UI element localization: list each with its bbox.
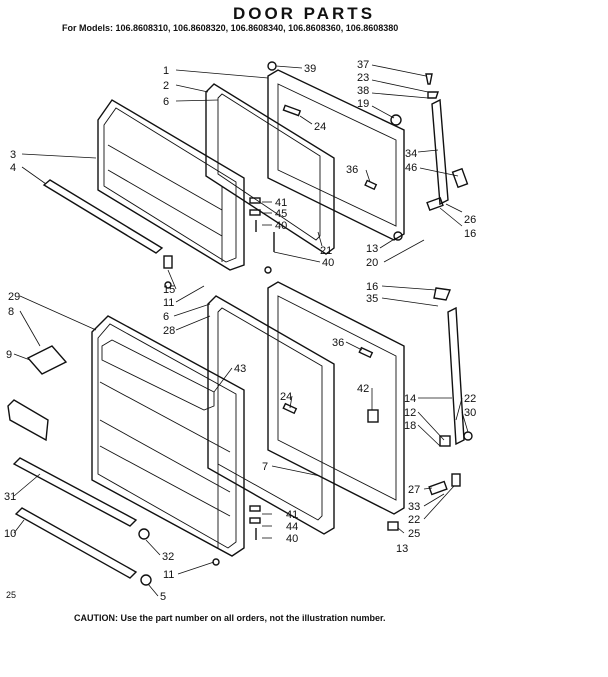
callout-22b: 22 (408, 514, 420, 526)
leader-lines (13, 64, 469, 597)
callout-9: 9 (6, 349, 12, 361)
callout-40b: 40 (322, 257, 334, 269)
fresh-food-door-liner (91, 315, 245, 557)
callout-37: 37 (357, 59, 369, 71)
fresh-food-door-panel (267, 281, 405, 515)
callout-8: 8 (8, 306, 14, 318)
callout-10: 10 (4, 528, 16, 540)
callout-39: 39 (304, 63, 316, 75)
callout-11b: 11 (163, 569, 174, 581)
callout-24a: 24 (314, 121, 326, 133)
callout-46: 46 (405, 162, 417, 174)
callout-36a: 36 (346, 164, 358, 176)
callout-24b: 24 (280, 391, 292, 403)
callout-26: 26 (464, 214, 476, 226)
freezer-door-liner (97, 99, 245, 271)
callout-16b: 16 (366, 281, 378, 293)
callout-16a: 16 (464, 228, 476, 240)
callout-40a: 40 (275, 220, 287, 232)
callout-12: 12 (404, 407, 416, 419)
callout-29: 29 (8, 291, 20, 303)
callout-45: 45 (275, 208, 287, 220)
callout-2: 2 (163, 80, 169, 92)
callout-13b: 13 (396, 543, 408, 555)
fresh-food-door-gasket (207, 295, 335, 535)
callout-6: 6 (163, 96, 169, 108)
callout-5: 5 (160, 591, 166, 603)
callout-7: 7 (262, 461, 268, 473)
callout-6b: 6 (163, 311, 169, 323)
callout-30: 30 (464, 407, 476, 419)
callout-13a: 13 (366, 243, 378, 255)
freezer-shelf-bar (42, 179, 164, 254)
butter-compartment (26, 345, 68, 375)
callout-32: 32 (162, 551, 174, 563)
page-title: DOOR PARTS (232, 4, 376, 23)
callout-1: 1 (163, 65, 169, 77)
callout-19: 19 (357, 98, 369, 110)
callout-41b: 41 (286, 509, 298, 521)
callout-21: 21 (320, 245, 332, 257)
callout-22a: 22 (464, 393, 476, 405)
callout-3: 3 (10, 149, 16, 161)
callout-4: 4 (10, 162, 16, 174)
callout-18: 18 (404, 420, 416, 432)
callout-44: 44 (286, 521, 298, 533)
callout-31: 31 (4, 491, 16, 503)
models-line: For Models: 106.8608310, 106.8608320, 10… (62, 23, 399, 33)
callout-36b: 36 (332, 337, 344, 349)
freezer-door-gasket (205, 83, 335, 255)
callout-23: 23 (357, 72, 369, 84)
callout-40c: 40 (286, 533, 298, 545)
shelf-bar-upper (12, 457, 138, 527)
caution-note: CAUTION: Use the part number on all orde… (74, 613, 386, 623)
page-number: 25 (6, 590, 17, 600)
fresh-food-door-handle (447, 306, 465, 446)
freezer-door-panel (267, 69, 405, 241)
utility-bin (7, 399, 49, 442)
callout-43: 43 (234, 363, 246, 375)
callout-11a: 11 (163, 297, 174, 309)
callout-14: 14 (404, 393, 416, 405)
callout-38: 38 (357, 85, 369, 97)
callout-20: 20 (366, 257, 378, 269)
callout-42: 42 (357, 383, 369, 395)
callout-33: 33 (408, 501, 420, 513)
callout-27: 27 (408, 484, 420, 496)
freezer-door-handle (431, 98, 449, 206)
callout-34: 34 (405, 148, 417, 160)
callout-35: 35 (366, 293, 378, 305)
callout-25: 25 (408, 528, 420, 540)
callout-28: 28 (163, 325, 175, 337)
shelf-bar-lower (14, 507, 138, 579)
callout-15: 15 (163, 284, 175, 296)
callout-41a: 41 (275, 197, 287, 209)
